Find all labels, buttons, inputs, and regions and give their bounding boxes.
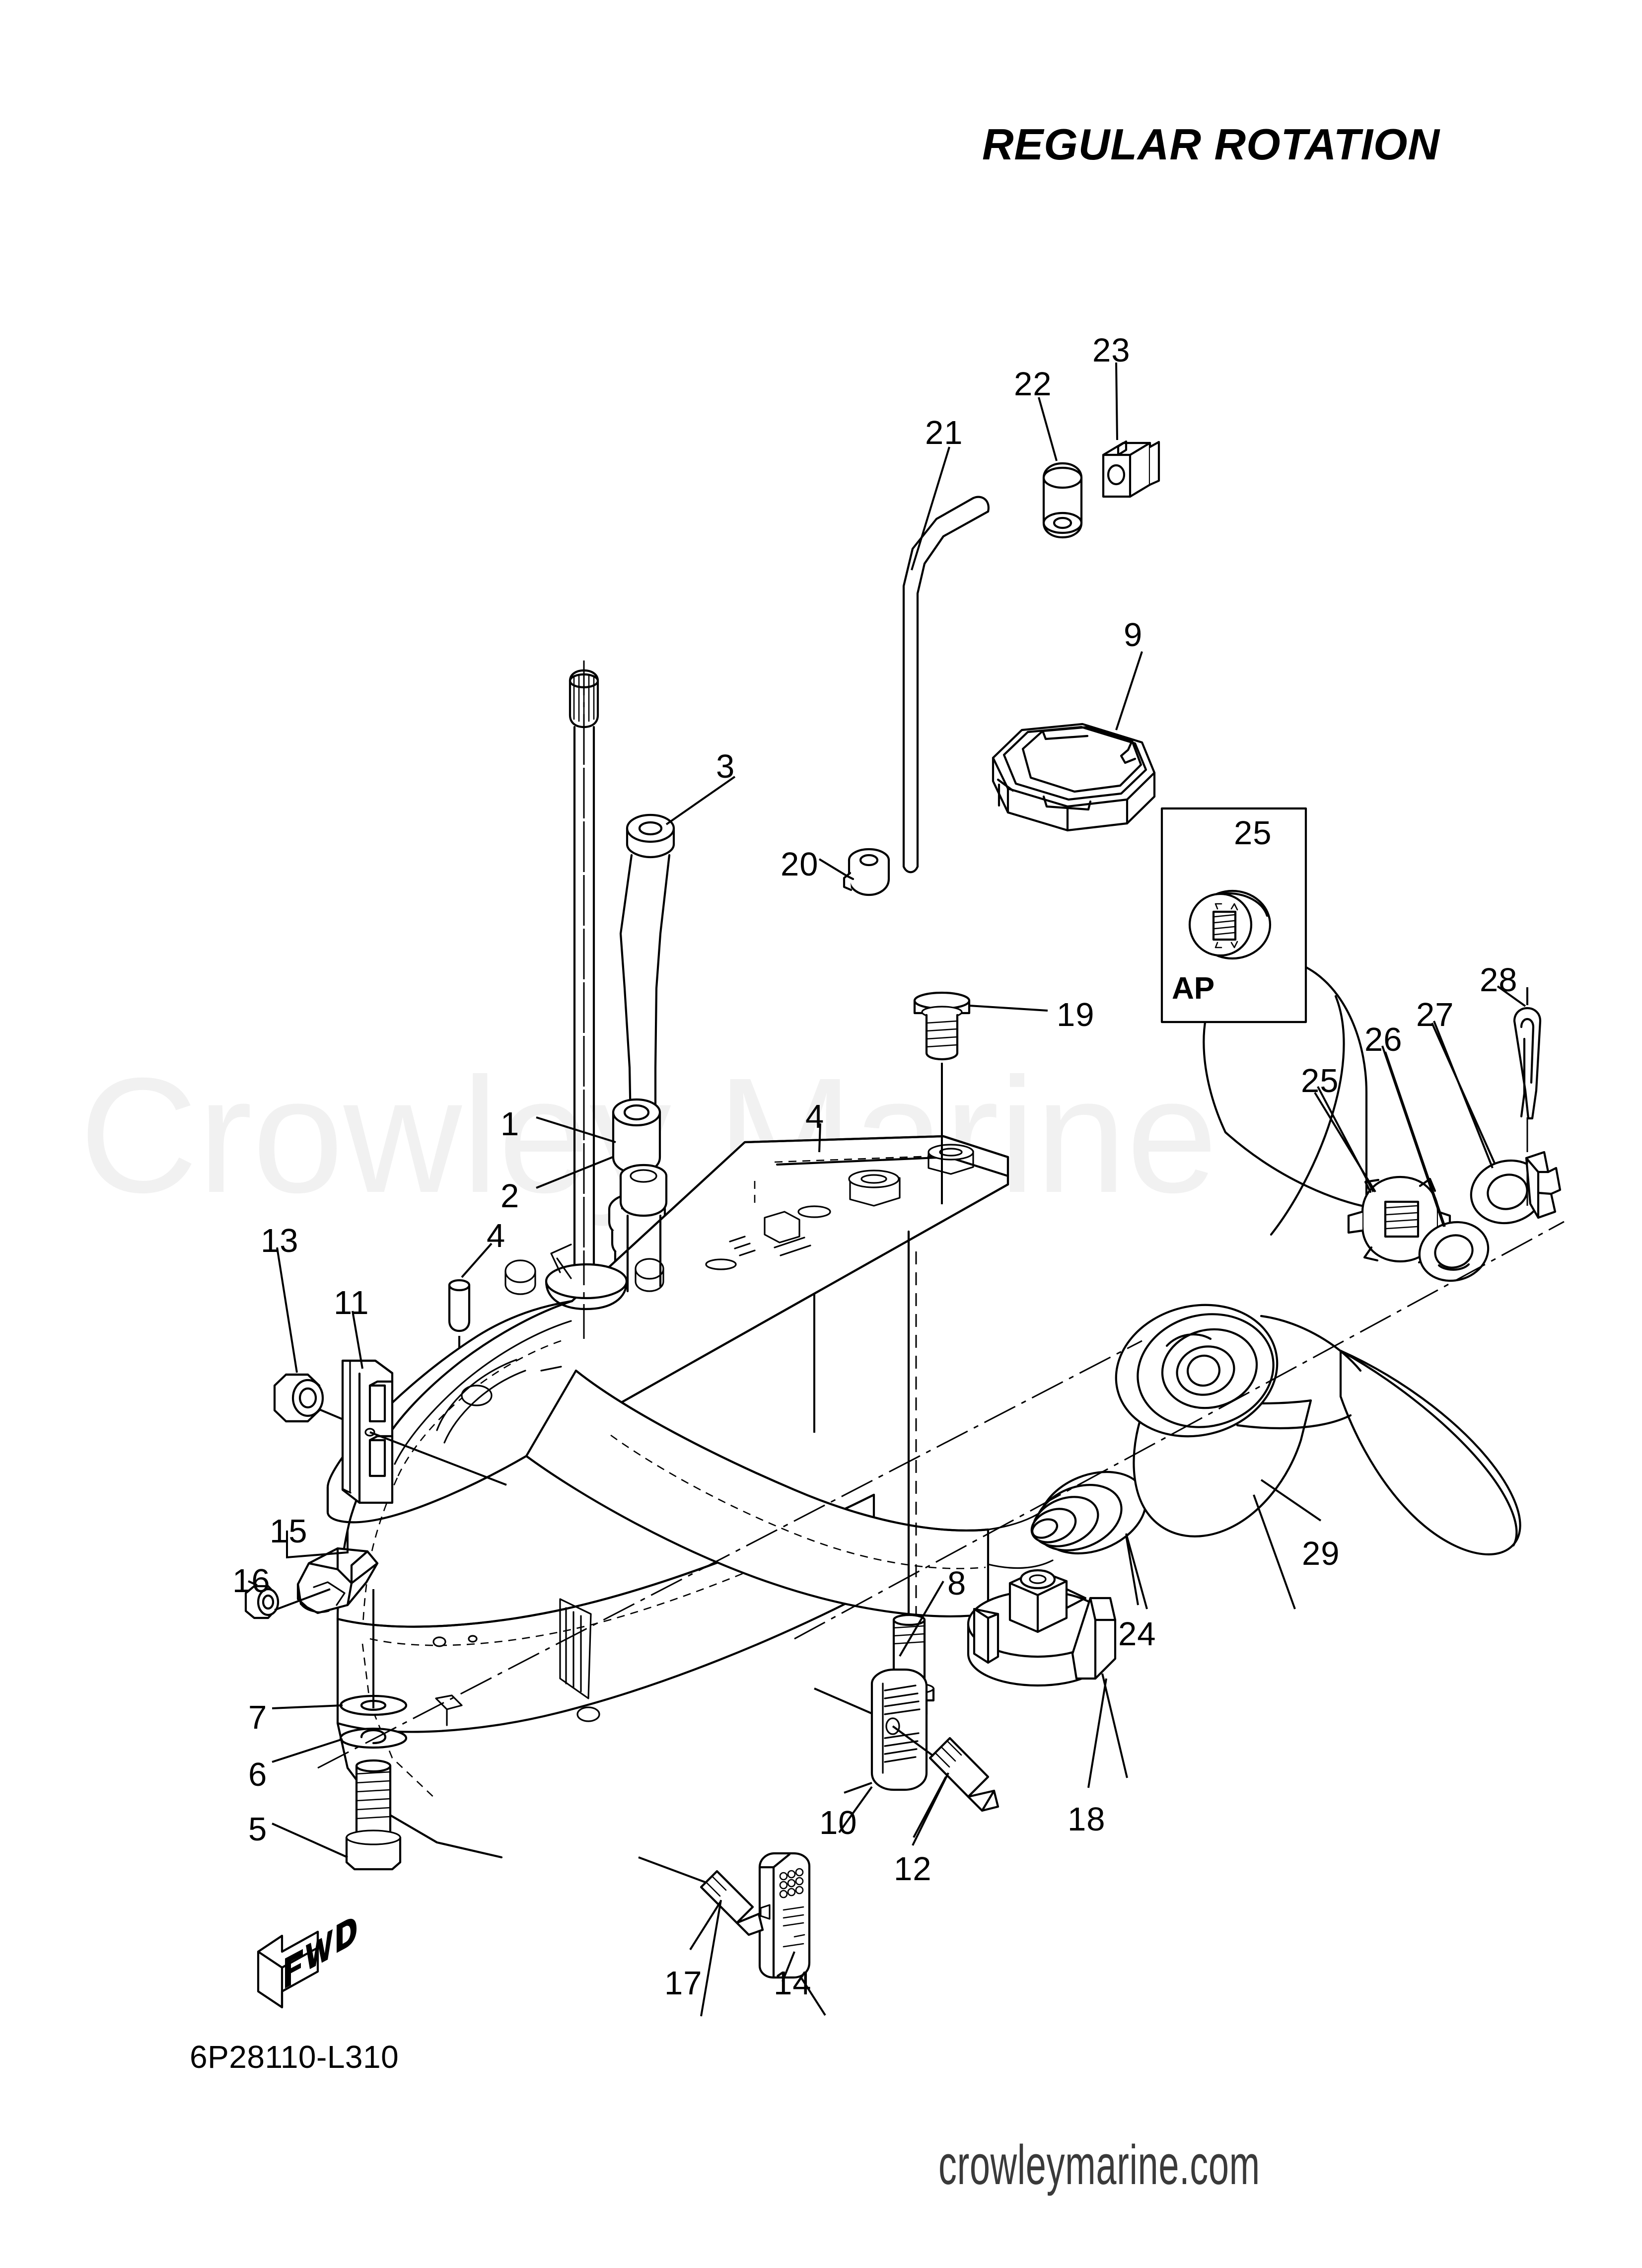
drawing-part-number: 6P28110-L310 — [190, 2039, 399, 2075]
fwd-arrow-icon — [257, 1918, 357, 2009]
callout-dowel-pin: 4 — [805, 1098, 825, 1135]
part-1-sleeve-bushing — [612, 1098, 661, 1174]
callout-spline-washer: 25 — [1301, 1062, 1339, 1099]
callout-water-tube: 21 — [925, 414, 963, 451]
callout-cotter-pin: 28 — [1480, 961, 1518, 999]
callout-tube-clamp: 23 — [1092, 332, 1131, 369]
part-17-cover-screw — [638, 1856, 764, 2017]
gearcase-housing — [326, 1135, 1064, 1859]
callout-propeller: 29 — [1302, 1535, 1340, 1572]
part-20-grommet-fitting — [843, 848, 890, 896]
callout-long-bolt: 8 — [947, 1565, 967, 1602]
part-22-tube-sleeve — [1042, 462, 1083, 539]
part-13-nut — [273, 1373, 393, 1441]
callout-lock-washer: 6 — [248, 1756, 268, 1793]
callout-dowel-pin: 4 — [487, 1217, 506, 1254]
callout-nut: 13 — [261, 1222, 299, 1259]
callout-prop-washer: 26 — [1364, 1021, 1403, 1058]
part-5-bolt — [345, 1589, 402, 1871]
part-6-lock-washer — [339, 1727, 408, 1749]
callout-castle-nut: 27 — [1416, 996, 1454, 1033]
callout-bolt: 5 — [248, 1811, 268, 1848]
part-15-trim-tab — [296, 1547, 379, 1614]
part-24-spacer — [1030, 1470, 1148, 1610]
callout-anode-plate: 10 — [819, 1804, 857, 1841]
callout-flange-bolt: 19 — [1057, 996, 1095, 1033]
callout-grommet-fitting: 20 — [781, 846, 819, 883]
callout-anode-screw: 12 — [894, 1850, 932, 1888]
part-8-long-bolt — [883, 1230, 935, 1720]
callout-water-inlet-cover: 14 — [774, 1965, 812, 2002]
callout-trim-tab: 15 — [270, 1513, 308, 1550]
part-12-anode-screw — [892, 1725, 999, 1846]
part-3-shift-rod — [619, 813, 675, 1178]
part-28-cotter-pin — [1513, 987, 1542, 1120]
inset-ap-label: AP — [1172, 971, 1215, 1006]
part-16-trim-tab-nut — [244, 1585, 331, 1619]
part-9-gasket-ring — [992, 723, 1156, 832]
part-23-tube-clamp — [1102, 440, 1160, 498]
part-14-water-inlet-cover — [758, 1852, 826, 2016]
assembly-centerlines — [317, 660, 1565, 1769]
part-19-flange-bolt — [913, 991, 971, 1204]
part-11-anode-bracket — [341, 1359, 507, 1504]
site-logo-text: crowleymarine.com — [938, 2134, 1260, 2196]
ap-inset-box — [1160, 807, 1307, 1024]
callout-trim-tab-nut: 16 — [232, 1562, 271, 1600]
callout-sleeve-bushing: 1 — [500, 1105, 520, 1143]
callout-washer: 7 — [248, 1699, 268, 1736]
callout-spacer: 24 — [1118, 1615, 1156, 1653]
callout-spline-washer-inset: 25 — [1234, 814, 1272, 852]
callout-oil-seal-set: 2 — [500, 1177, 520, 1215]
part-21-water-tube — [902, 496, 990, 874]
leader-lines — [248, 362, 1526, 1982]
callout-propeller-thrust-hub: 18 — [1068, 1801, 1106, 1838]
callout-cover-screw: 17 — [664, 1965, 703, 2002]
page-title: REGULAR ROTATION — [982, 120, 1440, 169]
callout-tube-sleeve: 22 — [1014, 366, 1052, 403]
part-27-castle-nut — [1431, 1023, 1562, 1225]
callout-gasket-seal-ring: 9 — [1124, 616, 1143, 654]
part-18-propeller-thrust-hub — [967, 1569, 1128, 1778]
callout-shift-rod: 3 — [716, 748, 735, 785]
part-25-inset-spline-washer — [1188, 889, 1272, 960]
callout-anode-bracket: 11 — [334, 1284, 369, 1321]
part-10-anode-plate — [814, 1668, 928, 1833]
